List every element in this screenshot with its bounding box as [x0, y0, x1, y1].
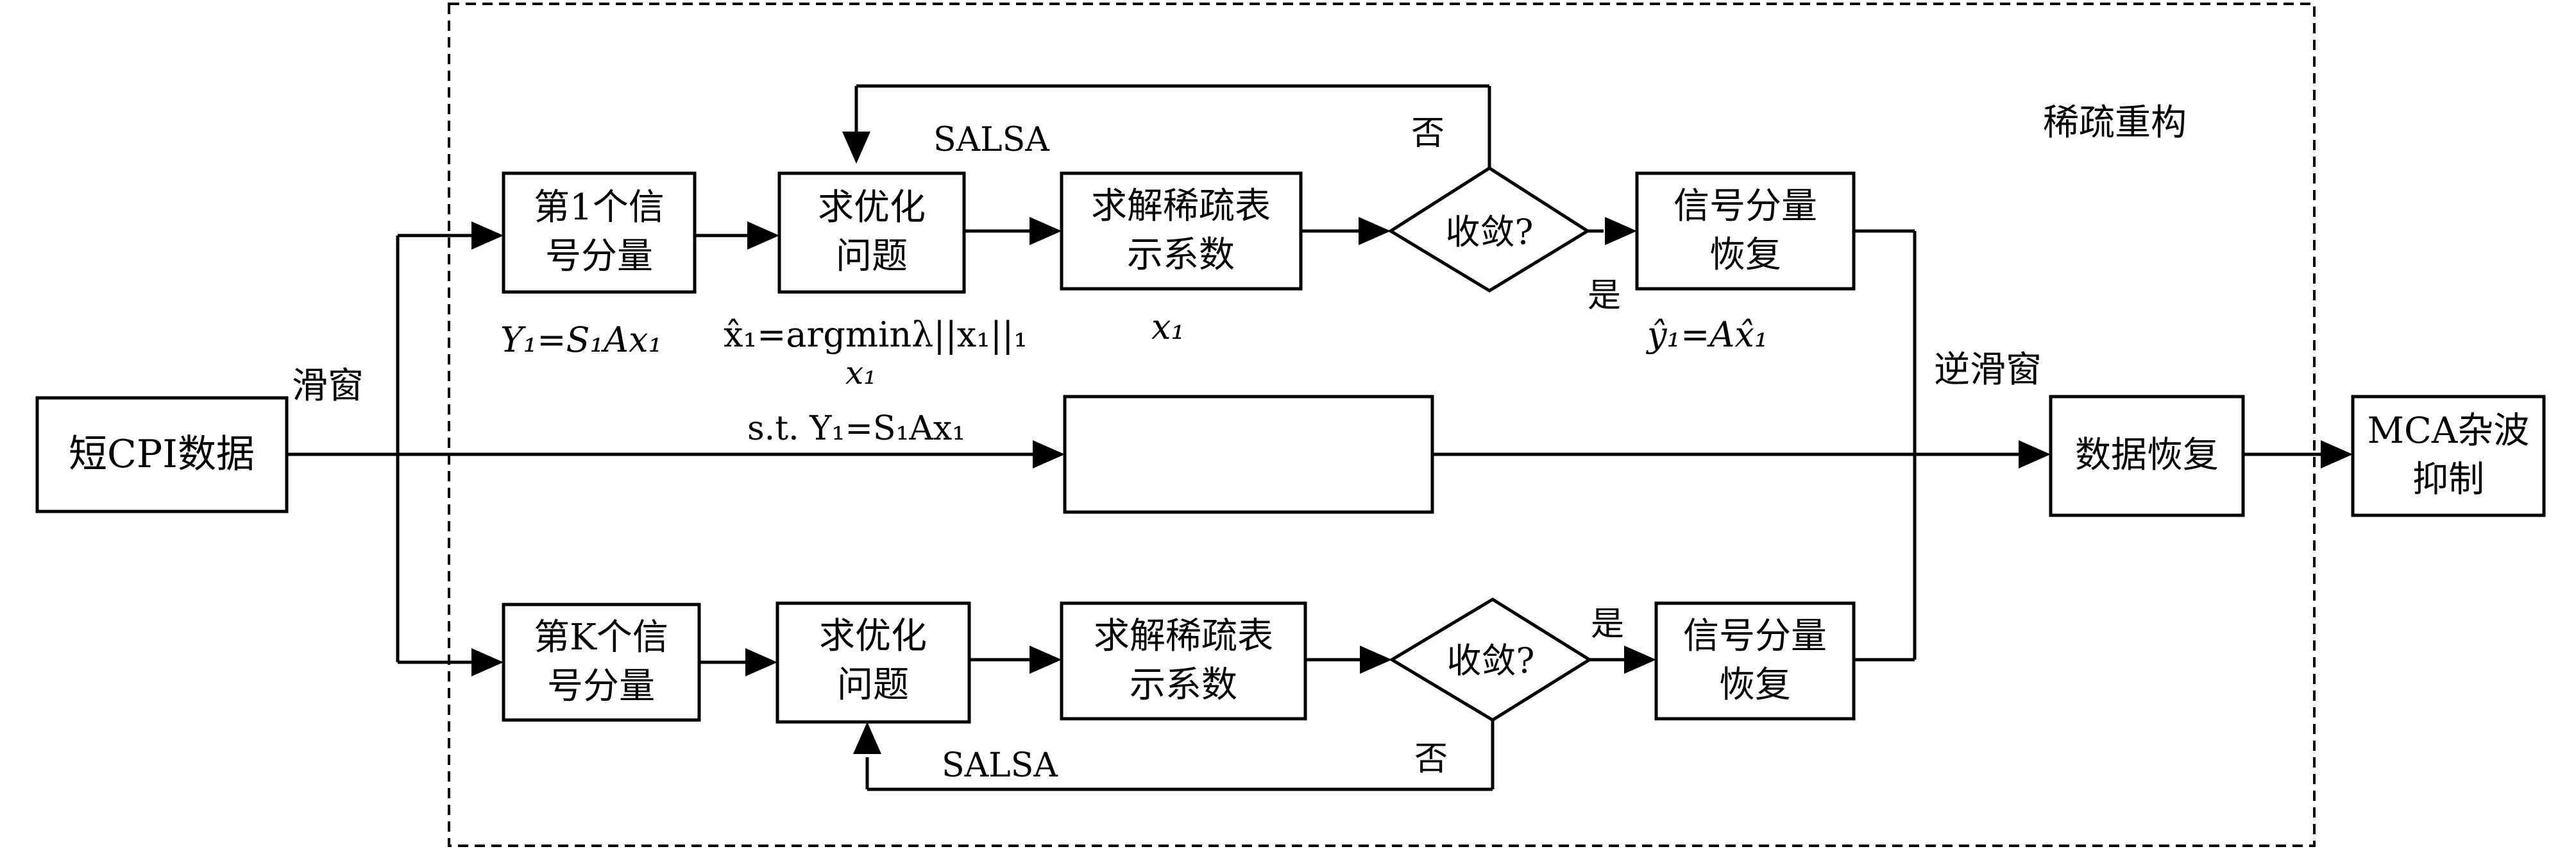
blank-box — [1063, 395, 1434, 514]
arrow-to-blank-box — [1033, 440, 1065, 468]
arrow-feedback-k — [853, 722, 881, 754]
mca-box — [2351, 395, 2546, 517]
formula-restore: ŷ₁=Ax̂₁ — [1646, 314, 1768, 355]
sparse-reconstruction-region — [448, 3, 2316, 847]
arrow-to-data-recovery — [2019, 440, 2051, 468]
optimize-k-line2: 问题 — [837, 664, 909, 706]
converge-1-diamond — [1387, 166, 1591, 293]
solve-k-line2: 示系数 — [1130, 664, 1237, 706]
arrow-to-component-1 — [471, 221, 504, 250]
optimize-1-line2: 问题 — [836, 236, 908, 277]
input-box — [35, 396, 289, 513]
converge-k-diamond — [1389, 597, 1593, 722]
formula-argmin-subscript: x₁ — [845, 354, 876, 391]
optimize-k-box — [775, 601, 971, 724]
solve-1-line2: 示系数 — [1127, 234, 1235, 276]
component-1-line2: 号分量 — [545, 236, 653, 277]
restore-1-line1: 信号分量 — [1674, 185, 1817, 227]
formula-coefficients: x₁ — [1151, 307, 1185, 347]
arrow-to-mca — [2321, 440, 2353, 468]
converge-k-label: 收敛? — [1447, 640, 1535, 681]
arrow-to-converge-1 — [1359, 217, 1391, 245]
arrow-to-solve-k — [1030, 646, 1062, 674]
formula-y1: Y₁=S₁Ax₁ — [500, 320, 662, 360]
inverse-sliding-window-label: 逆滑窗 — [1934, 349, 2042, 391]
solve-1-box — [1060, 171, 1303, 291]
no-label-k: 否 — [1414, 740, 1448, 778]
solve-1-line1: 求解稀疏表 — [1091, 185, 1271, 227]
yes-label-k: 是 — [1591, 605, 1624, 644]
component-k-box — [502, 603, 701, 722]
restore-k-line2: 恢复 — [1719, 664, 1791, 706]
yes-label-1: 是 — [1588, 277, 1621, 315]
mca-line2: 抑制 — [2412, 459, 2484, 501]
arrow-to-optimize-k — [745, 648, 777, 676]
optimize-k-line1: 求优化 — [819, 615, 927, 657]
data-recovery-box — [2049, 395, 2245, 517]
arrow-to-converge-k — [1360, 646, 1392, 674]
salsa-label-1: SALSA — [933, 121, 1050, 159]
arrow-to-restore-k — [1624, 646, 1656, 674]
arrow-to-solve-1 — [1030, 217, 1062, 245]
optimize-1-box — [777, 171, 966, 294]
restore-k-box — [1654, 601, 1856, 721]
solve-k-line1: 求解稀疏表 — [1094, 615, 1273, 657]
component-k-line1: 第K个信 — [534, 617, 668, 658]
salsa-label-k: SALSA — [942, 746, 1058, 785]
solve-k-box — [1060, 601, 1307, 721]
sliding-window-label: 滑窗 — [292, 365, 364, 407]
arrow-to-optimize-1 — [747, 221, 779, 250]
component-k-line2: 号分量 — [547, 665, 655, 707]
input-box-label: 短CPI数据 — [69, 432, 255, 477]
formula-constraint: s.t. Y₁=S₁Ax₁ — [747, 409, 965, 448]
arrow-to-restore-1 — [1605, 217, 1637, 245]
no-label-1: 否 — [1411, 114, 1445, 153]
region-label: 稀疏重构 — [2043, 102, 2187, 144]
mca-line1: MCA杂波 — [2368, 410, 2530, 452]
connectors — [287, 84, 2322, 791]
restore-k-line1: 信号分量 — [1683, 615, 1827, 657]
converge-1-label: 收敛? — [1446, 212, 1534, 252]
arrow-feedback-1 — [842, 132, 870, 164]
component-1-box — [502, 171, 697, 294]
restore-1-box — [1635, 171, 1856, 291]
arrowheads — [471, 132, 2353, 754]
arrow-to-component-k — [471, 648, 504, 676]
optimize-1-line1: 求优化 — [818, 187, 926, 228]
component-1-line1: 第1个信 — [534, 187, 665, 228]
data-recovery-label: 数据恢复 — [2075, 434, 2219, 476]
formula-optimization: x̂₁=argminλ||x₁||₁ — [724, 314, 1028, 355]
restore-1-line2: 恢复 — [1709, 234, 1781, 276]
